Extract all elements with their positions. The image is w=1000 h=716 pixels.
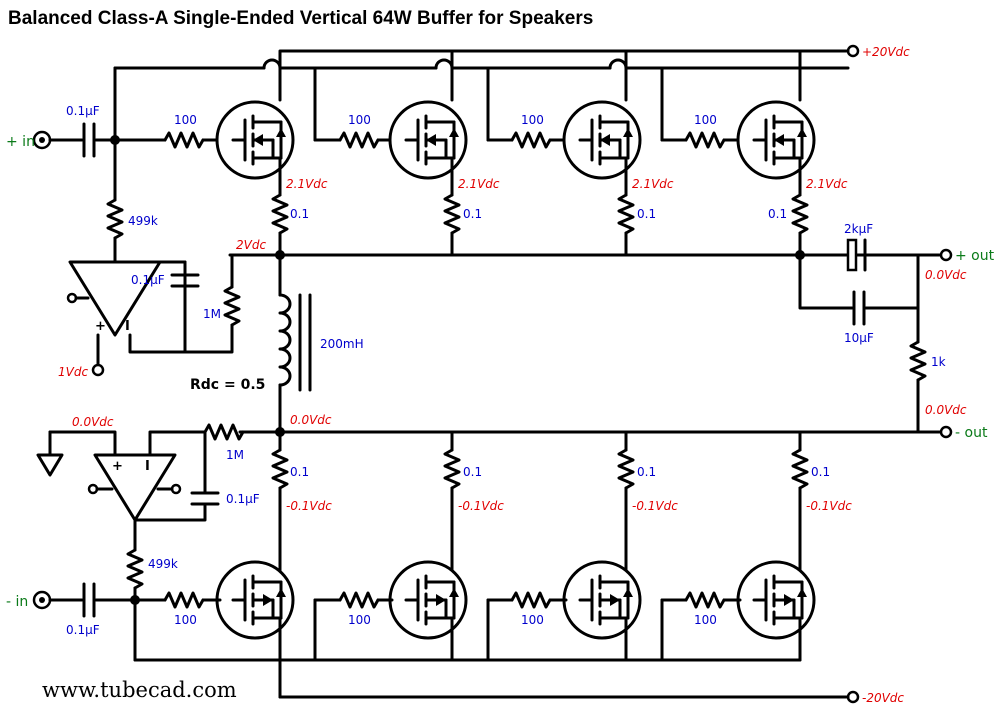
gate-res-top-2-value: 100 [348, 113, 371, 127]
output-plus-label: + out [955, 248, 995, 264]
source-bottom-4-voltage: -0.1Vdc [806, 499, 852, 513]
positive-rail [113, 58, 850, 70]
source-bottom-3-voltage: -0.1Vdc [632, 499, 678, 513]
gate-res-bottom-3-value: 100 [521, 613, 544, 627]
input-plus-label: + in [6, 134, 35, 150]
website-credit: www.tubecad.com [42, 678, 237, 702]
inductor-rdc: Rdc = 0.5 [190, 377, 265, 393]
inductor-value: 200mH [320, 337, 364, 351]
bypass-cap-value: 10µF [844, 331, 874, 345]
input-minus-label: - in [6, 594, 28, 610]
top-rail-voltage: 2Vdc [236, 238, 266, 252]
output-minus-label: - out [955, 425, 988, 441]
diagram-title: Balanced Class-A Single-Ended Vertical 6… [8, 8, 593, 29]
output-minus-voltage: 0.0Vdc [925, 403, 967, 417]
gate-res-bottom-4-value: 100 [694, 613, 717, 627]
gate-res-top-4-value: 100 [694, 113, 717, 127]
source-res-top-3-value: 0.1 [637, 207, 656, 221]
negative-supply-label: -20Vdc [862, 691, 904, 705]
opamp-cap-top-value: 0.1µF [131, 273, 165, 287]
top-input-circuit: + I [32, 122, 282, 377]
bottom-rail-voltage: 0.0Vdc [290, 413, 332, 427]
positive-supply-label: +20Vdc [862, 45, 910, 59]
source-res-bottom-1-value: 0.1 [290, 465, 309, 479]
source-res-bottom-3-value: 0.1 [637, 465, 656, 479]
load-res-value: 1k [931, 355, 946, 369]
opamp-cap-bottom-value: 0.1µF [226, 492, 260, 506]
source-top-1-voltage: 2.1Vdc [286, 177, 328, 191]
source-res-top-2-value: 0.1 [463, 207, 482, 221]
bottom-mosfet-bank [133, 430, 816, 699]
output-network [798, 238, 953, 439]
svg-text:I: I [145, 459, 150, 474]
top-mosfet-bank [113, 49, 816, 257]
source-bottom-1-voltage: -0.1Vdc [286, 499, 332, 513]
source-bottom-2-voltage: -0.1Vdc [458, 499, 504, 513]
bottom-input-circuit: + I [32, 423, 282, 618]
svg-text:+: + [112, 459, 123, 474]
gate-res-bottom-1-value: 100 [174, 613, 197, 627]
source-top-3-voltage: 2.1Vdc [632, 177, 674, 191]
svg-text:+: + [95, 319, 106, 334]
source-res-bottom-2-value: 0.1 [463, 465, 482, 479]
feedback-res-top-value: 1M [203, 307, 221, 321]
bias-res-bottom-value: 499k [148, 557, 178, 571]
output-cap-value: 2kµF [844, 222, 873, 236]
gate-res-top-1-value: 100 [174, 113, 197, 127]
output-plus-voltage: 0.0Vdc [925, 268, 967, 282]
source-top-2-voltage: 2.1Vdc [458, 177, 500, 191]
source-res-top-4-value: 0.1 [768, 207, 787, 221]
source-top-4-voltage: 2.1Vdc [806, 177, 848, 191]
svg-text:I: I [125, 319, 130, 334]
inductor [278, 253, 312, 434]
input-cap-bottom-value: 0.1µF [66, 623, 100, 637]
opamp-top-ref-voltage: 1Vdc [58, 365, 88, 379]
source-res-bottom-4-value: 0.1 [811, 465, 830, 479]
gate-res-bottom-2-value: 100 [348, 613, 371, 627]
source-res-top-1-value: 0.1 [290, 207, 309, 221]
opamp-bottom [93, 453, 177, 522]
input-cap-top-value: 0.1µF [66, 104, 100, 118]
opamp-bottom-ref-voltage: 0.0Vdc [72, 415, 114, 429]
bias-res-top-value: 499k [128, 214, 158, 228]
feedback-res-bottom-value: 1M [226, 448, 244, 462]
gate-res-top-3-value: 100 [521, 113, 544, 127]
